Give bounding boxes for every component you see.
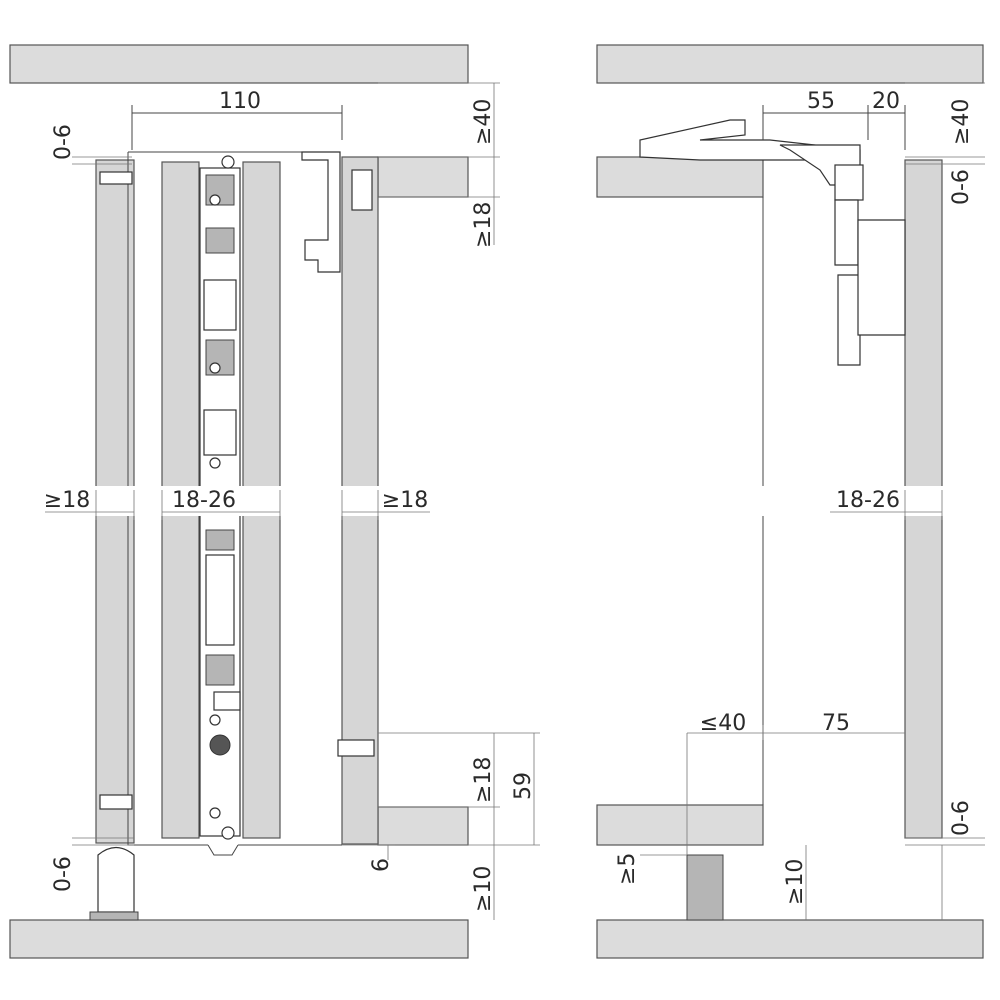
clip-bottom-left — [99, 794, 133, 810]
dim-line-55-20 — [762, 105, 906, 150]
right-top-board — [596, 156, 764, 198]
right-foot — [686, 854, 724, 921]
right-bottom-board — [596, 804, 764, 846]
hinge-screw-2 — [209, 362, 221, 374]
left-bottom-board — [377, 806, 469, 846]
hinge-block-8 — [205, 654, 235, 686]
dim-right-top-gap: 0-6 — [949, 169, 974, 205]
dim-line-right-middle — [830, 490, 943, 520]
clip-top-left — [99, 171, 133, 185]
hinge-screw-1 — [209, 194, 221, 206]
dim-line-bottom-right — [378, 732, 540, 920]
hinge-block-5 — [203, 409, 237, 456]
bottom-rail-profile — [207, 844, 239, 856]
hinge-screw-5 — [209, 807, 221, 819]
door-mount-plate — [857, 219, 906, 336]
hinge-pivot-bottom — [221, 826, 235, 840]
top-rail-profile — [301, 151, 341, 273]
runner-block — [834, 164, 864, 201]
dim-line-top-gap — [72, 156, 132, 165]
dim-bottom-offset: 6 — [369, 858, 394, 872]
dim-right-bottom-clearance: ≥10 — [783, 859, 808, 905]
dim-rail-offset: 20 — [872, 89, 900, 114]
dim-foot-clearance: ≥5 — [615, 853, 640, 885]
dim-top-clearance: ≥40 — [471, 99, 496, 145]
dim-line-top-right — [378, 82, 500, 245]
dim-line-bottom-gap — [72, 837, 395, 860]
dim-top-board: ≥18 — [471, 202, 496, 248]
clip-bottom-right — [337, 739, 375, 757]
right-ceiling-bar — [596, 44, 984, 84]
right-floor-bar — [596, 919, 984, 959]
dim-right-door-thickness: 18-26 — [836, 488, 900, 513]
hinge-wheel — [209, 734, 231, 756]
hinge-block-6 — [205, 529, 235, 551]
dim-top-gap: 0-6 — [51, 124, 76, 160]
hinge-arm — [837, 274, 861, 366]
dim-bottom-clearance: ≥10 — [471, 866, 496, 912]
dim-line-right-top — [905, 82, 985, 165]
hinge-block-9 — [213, 691, 241, 711]
left-ceiling-bar — [9, 44, 469, 84]
hinge-screw-3 — [209, 457, 221, 469]
right-break-band — [760, 486, 950, 516]
left-break-band — [90, 486, 390, 516]
dim-line-right-bottom — [640, 725, 985, 920]
right-view: 55 20 ≥40 0-6 18-26 ≤40 75 0-6 ≥5 ≥10 — [596, 44, 985, 959]
dim-bottom-max: ≤40 — [700, 711, 746, 736]
dim-bottom-gap: 0-6 — [51, 856, 76, 892]
left-view: 110 0-6 ≥40 ≥18 ≥18 18-26 ≥18 ≥18 59 0-6… — [9, 44, 540, 959]
hinge-block-3 — [203, 279, 237, 331]
leveling-foot — [97, 846, 135, 913]
arm-profile — [834, 199, 859, 266]
dim-rail-width: 55 — [807, 89, 835, 114]
left-floor-bar — [9, 919, 469, 959]
dim-line-middle — [45, 490, 430, 520]
dim-right-top-clearance: ≥40 — [949, 99, 974, 145]
hinge-pivot-top — [221, 155, 235, 169]
left-top-board — [377, 156, 469, 198]
hinge-block-7 — [205, 554, 235, 646]
dim-right-panel: ≥18 — [382, 488, 428, 513]
leveling-foot-base — [89, 911, 139, 921]
dim-bottom-board: ≥18 — [471, 757, 496, 803]
dim-top-width: 110 — [219, 89, 261, 114]
hinge-screw-4 — [209, 714, 221, 726]
dim-line-110 — [131, 105, 343, 150]
dim-bottom-width: 75 — [822, 711, 850, 736]
clip-top-right — [351, 169, 373, 211]
dim-bottom-height: 59 — [511, 772, 536, 800]
dim-door-thickness: 18-26 — [172, 488, 236, 513]
dim-left-panel: ≥18 — [44, 488, 90, 513]
dim-right-bottom-gap: 0-6 — [949, 800, 974, 836]
hinge-block-2 — [205, 227, 235, 254]
